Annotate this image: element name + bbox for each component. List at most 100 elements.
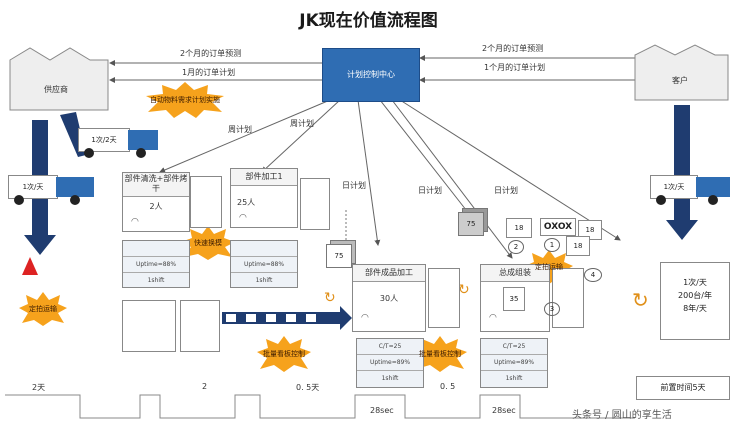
timeline-label-4: 0. 5 [440,382,456,391]
process-1-title: 部件清洗+部件烤干 [123,173,189,197]
refresh-icon: ↻ [632,288,649,312]
inventory-slot-4 [428,268,460,328]
data-box-2-row: Uptime=88% [231,257,297,273]
wheel-icon [70,195,80,205]
truck-cab-icon [56,177,94,197]
data-box-2-row: 1shift [255,277,273,284]
data-box-3-row: Uptime=89% [357,355,423,371]
data-box-2: Uptime=88% 1shift [230,240,298,288]
control-center-label: 计划控制中心 [347,70,395,79]
timeline-label-1: 2天 [32,383,46,392]
kanban-card-2: 18 [578,220,602,240]
data-box-1: Uptime=88% 1shift [122,240,190,288]
process-2-title: 部件加工1 [231,169,297,186]
process-1-people: 2人 [149,202,163,211]
kaizen-supermarket-1-label: 定拍运输 [29,304,57,313]
process-box-2: 部件加工1 25人 ◠ [230,168,298,228]
kaizen-kanban-2-label: 批量看板控制 [419,349,461,358]
inventory-slot-3 [180,300,220,352]
burst-icon [19,292,67,326]
info-weekly-2: 周计划 [290,119,314,128]
info-daily-1: 日计划 [342,181,366,190]
kaizen-auto-material-label: 自动物料需求计划实施 [150,95,220,104]
info-daily-3: 日计划 [494,186,518,195]
process-3-people: 30人 [379,294,399,303]
kanban-card-1: 18 [506,218,532,238]
kaizen-burst-quick-change: 快速换模 [180,226,236,260]
inventory-slot-5 [552,268,584,328]
customer-data-row: 8年/天 [683,304,707,313]
data-box-3: C/T=25 Uptime=89% 1shift [356,338,424,388]
burst-icon [257,336,311,372]
step-circle-3: 3 [544,302,560,316]
page-title: JK现在价值流程图 [299,11,438,31]
data-box-4-row: 1shift [505,375,523,382]
customer-data-row: 1次/天 [683,278,707,287]
supplier-label: 供应商 [44,85,68,94]
timeline-label-3: 0. 5天 [296,383,320,392]
refresh-icon: ↻ [324,290,336,306]
info-customer-order: 1个月的订单计划 [484,63,546,72]
burst-icon [413,336,467,372]
operator-icon: ◠ [489,313,497,323]
kanban-card-3: 18 [566,236,590,256]
operator-icon: ◠ [361,313,369,323]
kaizen-burst-kanban-1: 批量看板控制 [256,336,312,372]
info-daily-2: 日计划 [418,186,442,195]
data-box-3-row: 1shift [381,375,399,382]
operator-icon: ◠ [239,213,247,223]
process-2-people: 25人 [237,198,256,207]
inventory-inner: 35 [503,287,525,311]
data-box-4-row: C/T=25 [481,339,547,355]
customer-label: 客户 [672,76,688,85]
refresh-icon: ↻ [458,282,470,298]
kaizen-quick-change-label: 快速换模 [194,238,222,247]
process-box-3: 部件成品加工 30人 ◠ [352,264,426,332]
watermark: 头条号 / 圆山的享生活 [572,410,672,421]
kaizen-burst-auto-material: 自动物料需求计划实施 [144,82,226,118]
truck-cab-icon [128,130,158,150]
kaizen-kanban-1-label: 批量看板控制 [263,349,305,358]
data-box-4-row: Uptime=89% [481,355,547,371]
info-supplier-forecast: 2个月的订单预测 [180,49,242,58]
wheel-icon [708,195,718,205]
burst-icon [181,226,235,260]
data-box-1-row: Uptime=88% [123,257,189,273]
inventory-stack-1: 75 [326,244,352,268]
info-weekly-1: 周计划 [228,125,252,134]
kaizen-supermarket-2-label: 定拍运输 [535,262,563,271]
wheel-icon [14,195,24,205]
burst-icon [146,82,224,118]
truck-cab-icon [696,177,730,197]
process-3-title: 部件成品加工 [353,265,425,282]
process-box-1: 部件清洗+部件烤干 2人 ◠ [122,172,190,232]
step-circle-2: 2 [508,240,524,254]
warehouse-box [122,300,176,352]
inventory-slot-1 [190,176,222,228]
control-center-box: 计划控制中心 [322,48,420,102]
data-box-1-row: 1shift [147,277,165,284]
wheel-icon [656,195,666,205]
info-customer-forecast: 2个月的订单预测 [482,44,544,53]
data-box-4: C/T=25 Uptime=89% 1shift [480,338,548,388]
kaizen-burst-supermarket-1: 定拍运输 [18,292,68,326]
process-4-title: 总成组装 [481,265,549,282]
wheel-icon [136,148,146,158]
data-box-2-row [231,241,297,257]
kanban-post: OXOX [540,218,576,236]
wheel-icon [84,148,94,158]
customer-data-box: 1次/天 200台/年 8年/天 [660,262,730,340]
info-supplier-plan: 1月的订单计划 [182,68,236,77]
operator-icon: ◠ [131,217,139,227]
inventory-slot-2 [300,178,330,230]
customer-data-row: 200台/年 [678,291,712,300]
kaizen-burst-kanban-2: 批量看板控制 [412,336,468,372]
inventory-stack-2: 75 [458,212,484,236]
timeline-label-2: 2 [202,382,208,391]
data-box-1-row [123,241,189,257]
step-circle-1: 1 [544,238,560,252]
timeline-cycle-2: 28sec [492,406,516,415]
lead-time-box: 前置时间5天 [636,376,730,400]
data-box-3-row: C/T=25 [357,339,423,355]
